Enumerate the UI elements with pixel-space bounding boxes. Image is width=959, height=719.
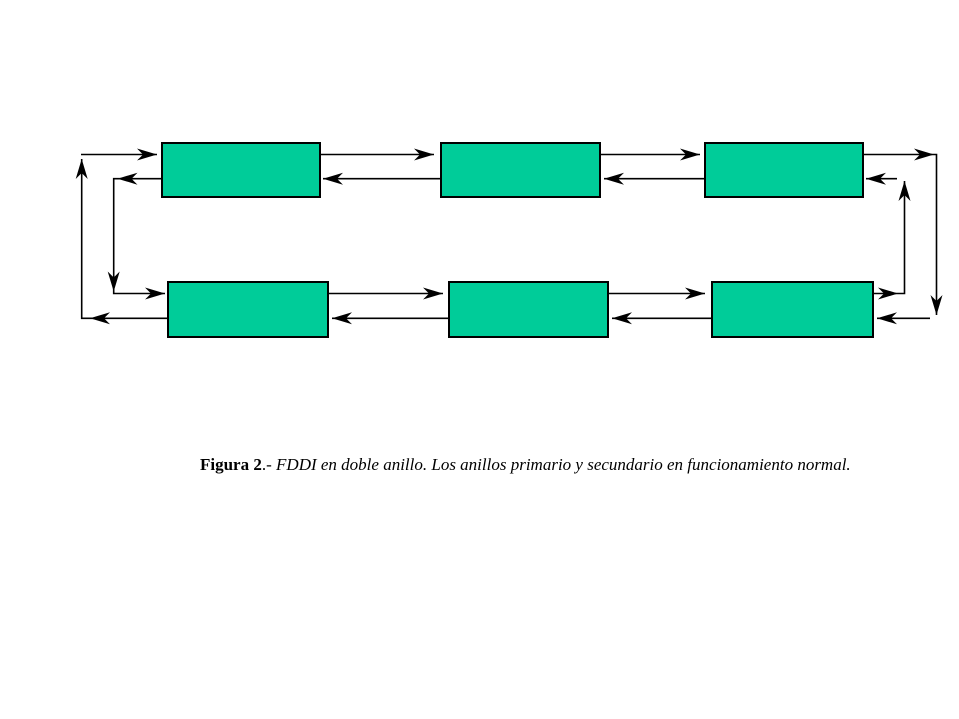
arrowhead-right (145, 287, 165, 300)
arrowhead-left (866, 172, 886, 185)
figure-caption-label: Figura 2 (200, 455, 262, 474)
figure-caption: Figura 2.- FDDI en doble anillo. Los ani… (200, 455, 851, 475)
arrowhead-right (414, 148, 434, 161)
arrowhead-left (323, 172, 343, 185)
arrowhead-left (877, 312, 897, 325)
station-top-left (161, 142, 321, 198)
arrowhead-left (332, 312, 352, 325)
ring-link-primary-top-right-wrap-right (863, 153, 938, 315)
arrowhead-down (930, 295, 943, 315)
arrowhead-up (898, 181, 911, 201)
arrowhead-right (685, 287, 705, 300)
arrowhead-right (878, 287, 898, 300)
arrowhead-right (137, 148, 157, 161)
ring-link-primary-bottom-left-wrap-left (80, 159, 168, 320)
ring-link-secondary-bottom-right-wrap-right (872, 181, 906, 295)
figure-caption-separator: .- (261, 455, 272, 474)
arrowhead-down (107, 271, 120, 292)
station-bottom-center (448, 281, 609, 338)
arrowhead-up (75, 159, 88, 179)
station-top-right (704, 142, 864, 198)
station-bottom-left (167, 281, 329, 338)
ring-link-secondary-top-left-to-bottom-left (112, 177, 165, 295)
arrowhead-left (117, 172, 138, 185)
arrowhead-left (604, 172, 624, 185)
station-bottom-right (711, 281, 874, 338)
arrowhead-right (680, 148, 700, 161)
arrowhead-left (90, 312, 110, 325)
arrowhead-left (612, 312, 632, 325)
figure-caption-text: FDDI en doble anillo. Los anillos primar… (276, 455, 851, 474)
arrowhead-right (423, 287, 443, 300)
arrowhead-right (914, 148, 934, 161)
station-top-center (440, 142, 601, 198)
